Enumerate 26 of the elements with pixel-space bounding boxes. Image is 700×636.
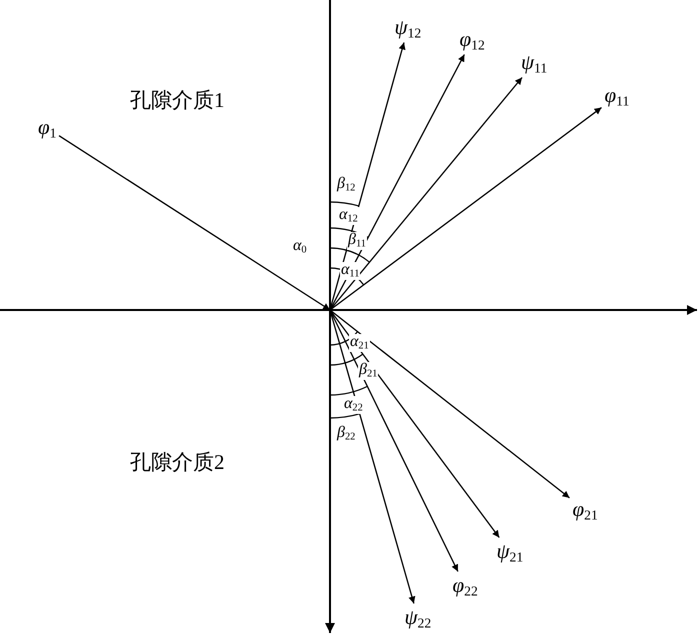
angle-label: α$_{12}$	[338, 207, 359, 225]
wave-label: φ$_{21}$	[572, 498, 599, 523]
wave-label: φ$_{1}$	[37, 116, 58, 141]
wave-label: φ$_{11}$	[604, 84, 630, 109]
arrow	[329, 54, 465, 310]
medium-label: 孔隙介质1	[130, 90, 224, 111]
arrow	[58, 135, 330, 311]
angle-label: β$_{21}$	[358, 362, 378, 380]
arrow	[329, 310, 458, 572]
wave-label: ψ$_{21}$	[496, 540, 524, 565]
medium-label: 孔隙介质2	[130, 452, 224, 473]
arrow	[330, 77, 523, 310]
wave-label: ψ$_{11}$	[520, 50, 548, 76]
wave-label: φ$_{22}$	[452, 574, 479, 599]
arrow	[330, 107, 602, 311]
arrow	[330, 309, 570, 498]
angle-label: α$_{22}$	[343, 396, 364, 414]
wave-label: ψ$_{22}$	[404, 606, 432, 631]
wave-label: ψ$_{12}$	[394, 16, 422, 41]
angle-label: α$_{11}$	[340, 262, 360, 280]
angle-label: β$_{22}$	[336, 425, 356, 443]
wave-label: φ$_{12}$	[458, 28, 486, 53]
angle-label: β$_{12}$	[336, 176, 356, 194]
arrow	[329, 310, 500, 538]
angle-label: α$_{21}$	[349, 334, 370, 352]
angle-label: β$_{11}$	[347, 232, 367, 250]
